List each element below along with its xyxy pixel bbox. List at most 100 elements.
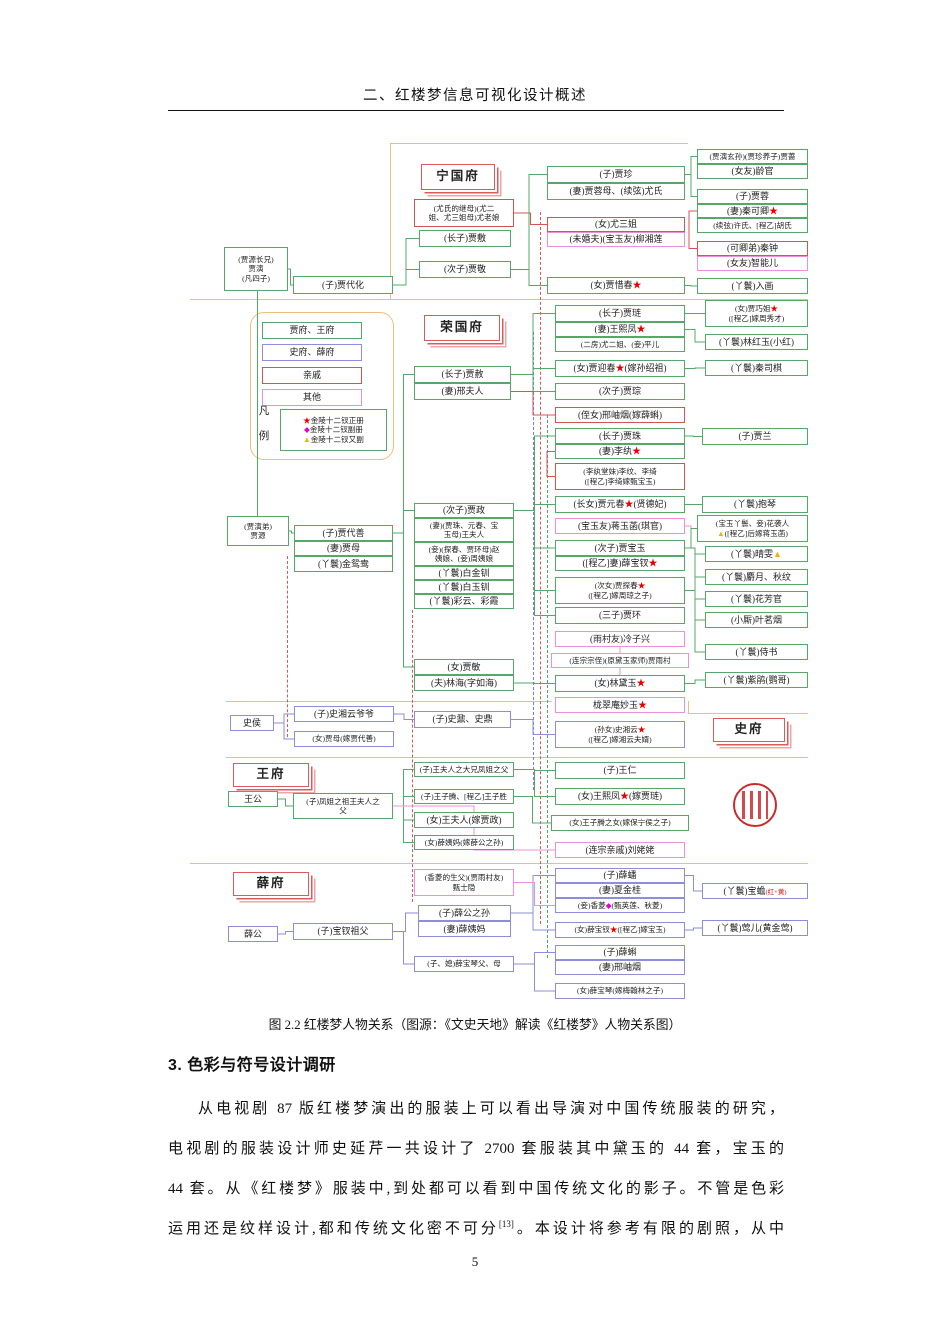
redsm-symbol: (红+黄) [765, 888, 787, 896]
node-shi-hou: 史侯 [230, 715, 274, 731]
figure-caption: 图 2.2 红楼梦人物关系（图源：《文史天地》解读《红楼梦》人物关系图） [268, 1018, 682, 1032]
node-qiao-jie: (女)贾巧姐★([程乙]嫁周秀才) [705, 300, 808, 327]
edge-shi-hou--shi-grandpa [274, 713, 294, 724]
star-symbol: ★ [638, 699, 648, 710]
body-paragraph: 从电视剧 87 版红楼梦演出的服装上可以看出导演对中国传统服装的研究，电视剧的服… [168, 1089, 784, 1249]
node-jiang-yuhan: (宝玉友)蒋玉菡(琪官) [555, 518, 685, 534]
node-jia-huan: (三子)贾环 [555, 607, 685, 624]
node-title-xue: 薛府 [233, 872, 309, 896]
star-symbol: ★ [637, 581, 646, 591]
node-jin-yuanyang: (丫鬟)金鸳鸯 [294, 556, 393, 572]
citation-ref: [13] [498, 1219, 514, 1229]
diamond-symbol: ◆ [304, 425, 310, 435]
node-ziteng-daughter: (女)王子腾之女(嫁保宁侯之子) [551, 815, 689, 831]
guide-line [547, 415, 548, 958]
node-bai-jinchuan: (丫鬟)白金钏 [414, 566, 514, 580]
edge-jia-she--ying-chun [511, 368, 555, 375]
node-legend-fan: 凡 [258, 405, 270, 417]
node-miao-yu: 栊翠庵妙玉★ [555, 697, 685, 713]
node-wang-dabro: (子)王夫人之大兄凤姐之父 [414, 762, 514, 777]
node-li-wan: (妻)李纨★ [555, 444, 685, 459]
node-baoqin-parents: (子、媳)薛宝琴父、母 [414, 956, 514, 972]
tri-symbol: ▲ [717, 528, 725, 538]
edge-wang-ziteng--ziteng-daughter [514, 796, 551, 824]
node-liu-xianglian: (未婚夫)(宝玉友)柳湘莲 [547, 232, 685, 247]
edge-zhen-shiyin--xiang-ling [514, 882, 555, 906]
star-symbol: ★ [303, 416, 311, 426]
node-jia-min: (女)贾敏 [414, 659, 514, 675]
edge-jia-zhen--jia-qiang [685, 156, 697, 175]
node-jia-daishan: (子)贾代善 [294, 525, 393, 541]
node-ling-guan: (女友)龄官 [697, 164, 808, 179]
node-legend-symbols: ★金陵十二钗正册◆金陵十二钗副册▲金陵十二钗又副 [280, 409, 387, 451]
edge-jia-baoyu--ming-yan [685, 547, 705, 621]
edge-xuegong-sun--xue-baochai2 [511, 912, 555, 931]
guide-line [226, 757, 808, 758]
edge-wang-zu--wang-ziteng [393, 796, 414, 807]
edge-lin-hai--lin-daiyu [514, 682, 555, 684]
edge-jia-jing--jia-xichun [511, 269, 547, 286]
edge-wang-zu--liu-laolao [393, 805, 555, 851]
guide-line [412, 610, 413, 902]
node-tan-chun: (次女)贾探春★([程乙]嫁周琼之子) [555, 577, 685, 604]
node-shi-xiangyun: (孙女)史湘云★([程乙]嫁湘云夫婿) [555, 721, 685, 748]
star-symbol: ★ [770, 304, 779, 314]
node-you-sanjie: (女)尤三姐 [547, 217, 685, 232]
edge-baoqin-parents--xue-ke [514, 952, 555, 965]
node-title-wang: 王府 [233, 763, 309, 787]
node-zhao-yiniang: (妾)(探春、贾环母)赵姨娘、(妾)周姨娘 [414, 542, 514, 566]
node-xu-shi: (续弦)许氏、[程乙]胡氏 [697, 218, 808, 233]
edge-wang-gong--wang-zu [278, 798, 293, 807]
edge-baochai-zufu--baoqin-parents [393, 931, 414, 965]
node-xing-xiuyan: (侄女)邢岫烟(嫁薛蝌) [555, 407, 685, 423]
node-xue-ke: (子)薛蝌 [555, 945, 685, 960]
family-relationship-diagram: (贾源长兄)贾演(凡四子)(子)贾代化宁国府(尤氏的继母)(尤二姐、尤三姐母)尤… [190, 143, 808, 999]
node-legend-qita: 其他 [262, 389, 362, 406]
page-number: 5 [471, 1254, 479, 1269]
node-xue-baoqin: (女)薛宝琴(嫁梅翰林之子) [555, 983, 685, 999]
edge-jia-zhu--jia-lan [685, 435, 702, 437]
node-xue-pan: (子)薛蟠 [555, 868, 685, 883]
node-jia-cong: (次子)贾琮 [555, 383, 685, 400]
node-ming-yan: (小厮)叶茗烟 [705, 612, 808, 628]
star-symbol: ★ [636, 678, 646, 689]
node-title-ning: 宁国府 [421, 164, 495, 190]
edge-shi-grandpa--shi-nai [394, 713, 414, 720]
edge-wang-xifeng--lin-hongyu [685, 329, 705, 343]
star-symbol: ★ [631, 446, 641, 457]
node-zi-juan: (丫鬟)紫鹃(鹦哥) [705, 672, 808, 688]
guide-line [287, 556, 288, 737]
guide-line [390, 143, 688, 144]
node-shi-shu: (丫鬟)侍书 [705, 644, 808, 660]
edge-baoqin-parents--xue-baoqin [514, 963, 555, 992]
star-symbol: ★ [768, 205, 778, 216]
star-symbol: ★ [637, 725, 646, 735]
node-wang-xifeng2: (女)王熙凤★(嫁贾琏) [555, 788, 685, 805]
node-bai-yuchuan: (丫鬟)白玉钏 [414, 580, 514, 594]
node-wang-ren: (子)王仁 [555, 762, 685, 779]
red-seal-stamp [733, 783, 777, 827]
node-jia-jing: (次子)贾敬 [419, 261, 511, 278]
node-jia-zhen: (子)贾珍 [547, 166, 685, 183]
node-jia-baoyu: (次子)贾宝玉 [555, 540, 685, 556]
node-qing-wen: (丫鬟)晴雯▲ [705, 546, 808, 562]
node-you-laoniang: (尤氏的继母)(尤二姐、尤三姐母)尤老娘 [414, 199, 514, 227]
node-wang-zu: (子)凤姐之祖王夫人之父 [293, 793, 393, 819]
node-qin-siqi: (丫鬟)秦司棋 [705, 360, 808, 376]
edge-jia-daishan--jia-zheng [393, 510, 414, 534]
node-legend-jiawang: 贾府、王府 [262, 322, 362, 339]
edge-jia-zhen--jia-rong [685, 174, 697, 197]
section-heading: 3. 色彩与符号设计调研 [168, 1057, 336, 1074]
node-xing-furen: (妻)邢夫人 [414, 383, 511, 400]
edge-xing-furen--xing-xiuyan [511, 391, 555, 416]
node-lin-daiyu: (女)林黛玉★ [555, 675, 685, 692]
node-ying-er: (丫鬟)莺儿(黄金莺) [702, 920, 808, 936]
edge-jia-she--jia-cong [511, 374, 555, 392]
guide-line [540, 212, 541, 924]
paragraph-line: 从电视剧 87 版红楼梦演出的服装上可以看出导演对中国传统服装的研究， [198, 1101, 784, 1117]
star-symbol: ★ [619, 791, 629, 802]
edge-li-wan--li-wen [546, 451, 555, 477]
guide-line [533, 332, 534, 790]
node-li-wen: (李纨堂妹)李纹、李绮([程乙]李绮嫁甄宝玉) [555, 463, 685, 490]
edge-jia-zheng--yuan-chun [514, 504, 555, 511]
